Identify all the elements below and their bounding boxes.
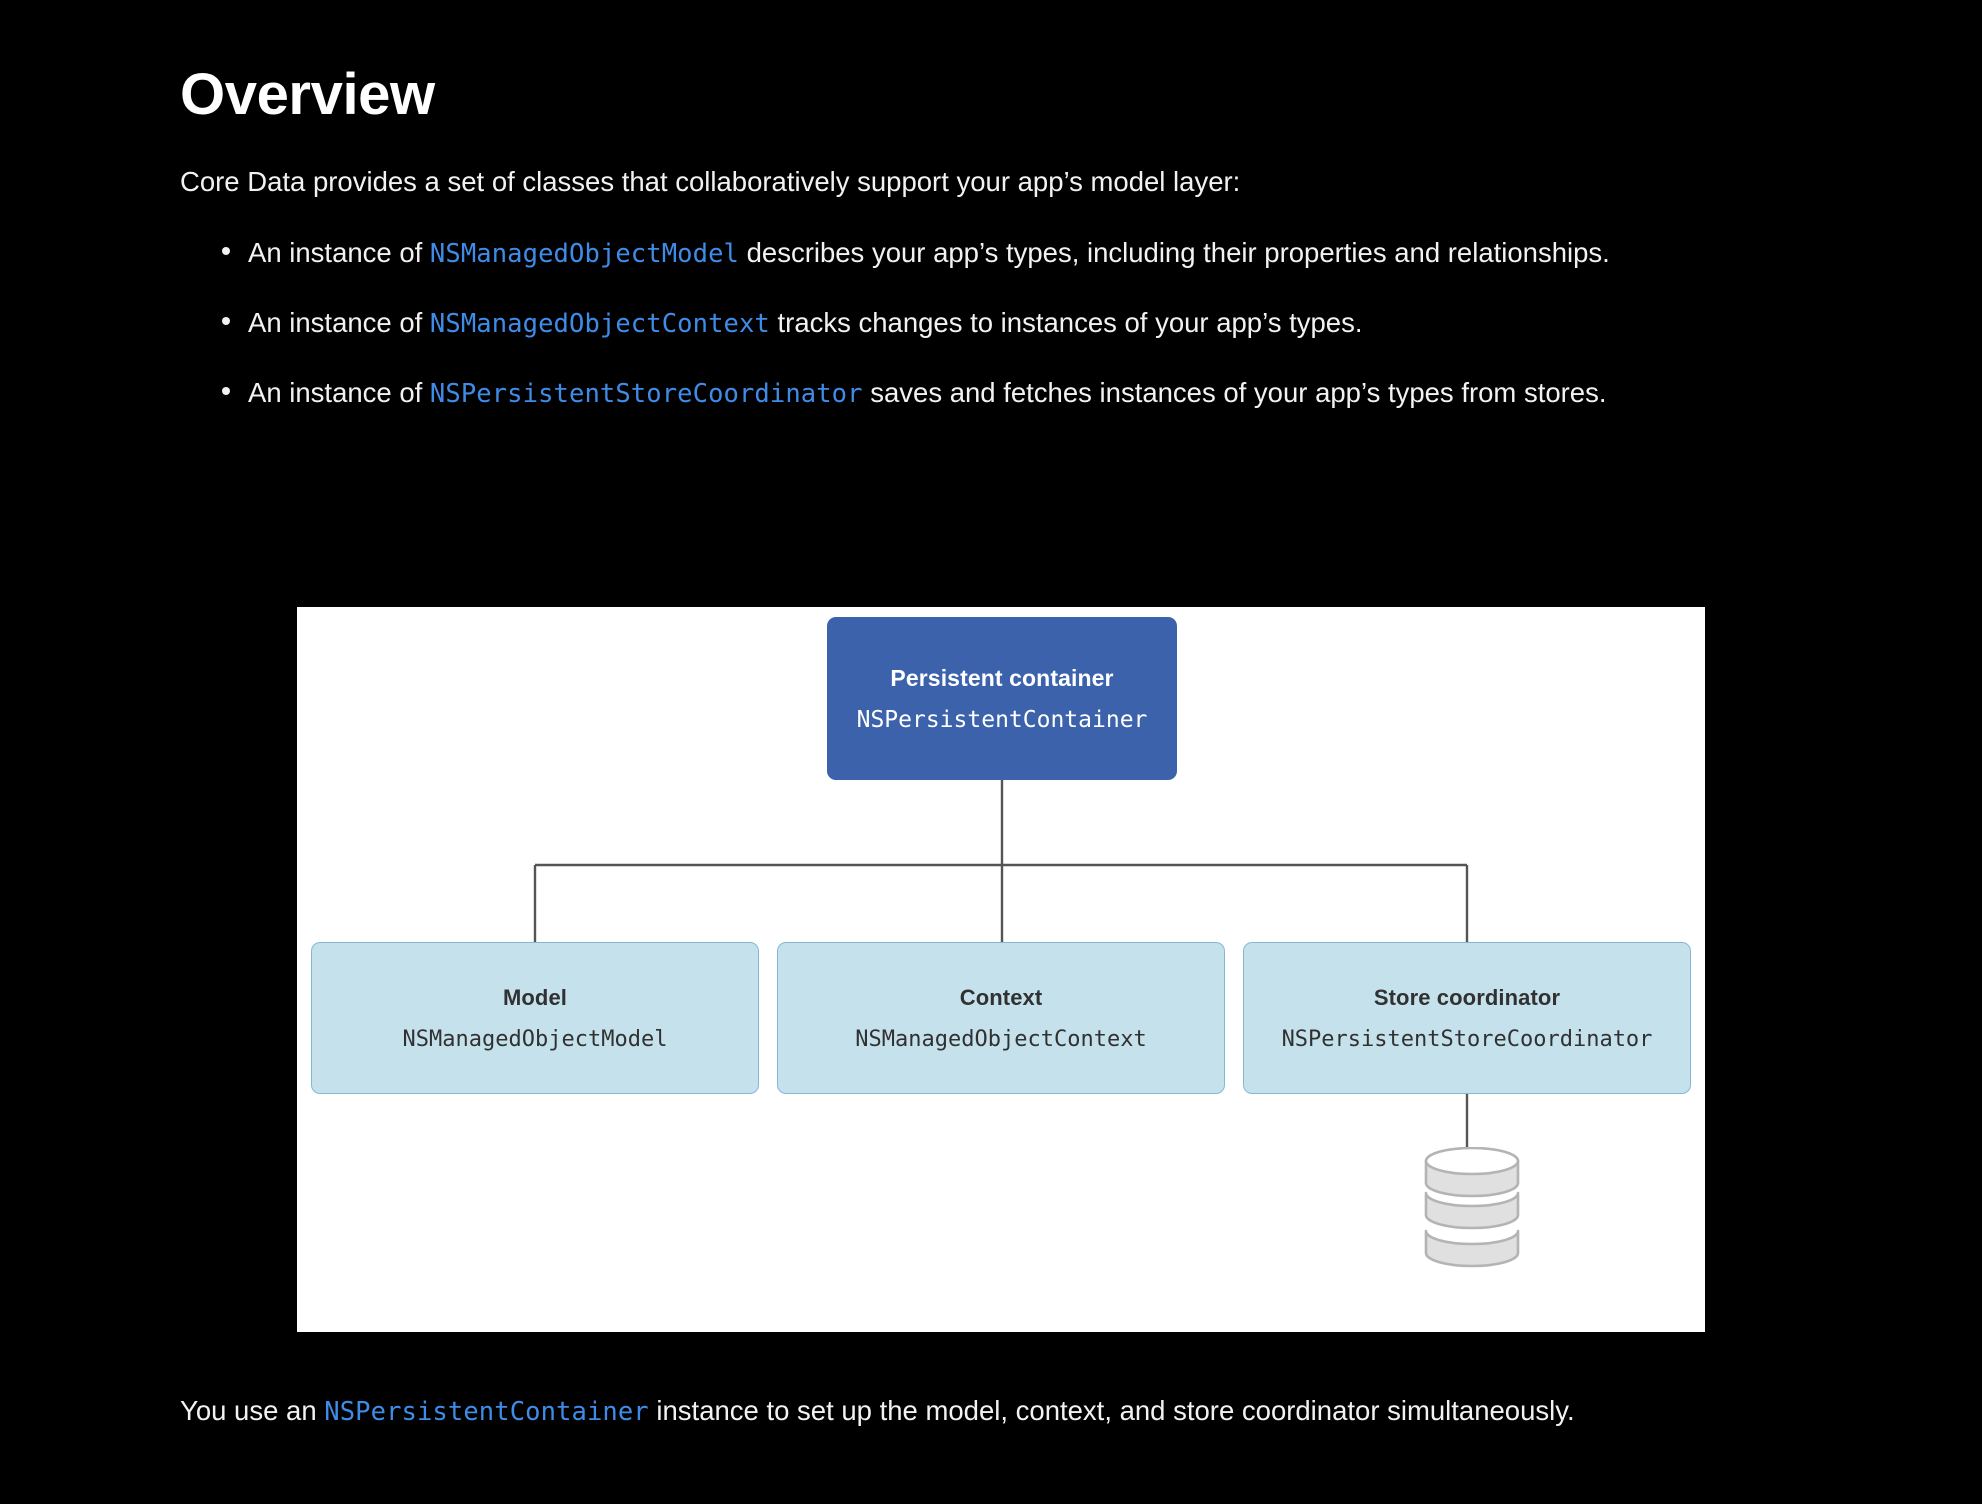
bullet-dot-icon bbox=[222, 386, 230, 395]
code-link-nsmanagedobjectcontext[interactable]: NSManagedObjectContext bbox=[429, 308, 770, 339]
database-cylinder-icon bbox=[1424, 1147, 1520, 1268]
bullet-dot-icon bbox=[222, 247, 230, 256]
node-title: Model bbox=[502, 984, 568, 1010]
bullet-text-before: An instance of bbox=[248, 376, 430, 408]
code-link-nspersistentcontainer[interactable]: NSPersistentContainer bbox=[324, 1397, 649, 1427]
closing-paragraph: You use an NSPersistentContainer instanc… bbox=[180, 1390, 1880, 1431]
code-link-nsmanagedobjectmodel[interactable]: NSManagedObjectModel bbox=[429, 238, 739, 269]
node-context[interactable]: Context NSManagedObjectContext bbox=[777, 942, 1225, 1094]
node-title: Context bbox=[959, 984, 1043, 1010]
node-class-name: NSPersistentContainer bbox=[856, 706, 1148, 733]
diagram-connectors bbox=[533, 780, 1469, 1152]
bullet-text-after: tracks changes to instances of your app’… bbox=[769, 306, 1363, 338]
node-title: Persistent container bbox=[890, 664, 1114, 691]
article-content: Overview Core Data provides a set of cla… bbox=[180, 0, 1820, 413]
closing-text-before: You use an bbox=[180, 1395, 325, 1426]
code-link-nspersistentstorecoordinator[interactable]: NSPersistentStoreCoordinator bbox=[429, 378, 863, 409]
bullet-text-after: saves and fetches instances of your app’… bbox=[862, 376, 1607, 408]
list-item: An instance of NSManagedObjectModel desc… bbox=[180, 232, 1820, 274]
core-data-stack-diagram: Persistent container NSPersistentContain… bbox=[297, 607, 1705, 1332]
closing-text-after: instance to set up the model, context, a… bbox=[648, 1395, 1575, 1426]
node-model[interactable]: Model NSManagedObjectModel bbox=[311, 942, 759, 1094]
node-title: Store coordinator bbox=[1373, 984, 1561, 1010]
intro-paragraph: Core Data provides a set of classes that… bbox=[180, 161, 1820, 202]
node-persistent-container[interactable]: Persistent container NSPersistentContain… bbox=[827, 617, 1177, 780]
class-bullet-list: An instance of NSManagedObjectModel desc… bbox=[180, 232, 1820, 413]
intro-text: Core Data provides a set of classes that… bbox=[180, 165, 1241, 197]
list-item: An instance of NSManagedObjectContext tr… bbox=[180, 302, 1820, 344]
node-class-name: NSPersistentStoreCoordinator bbox=[1281, 1026, 1653, 1052]
bullet-text-before: An instance of bbox=[248, 306, 430, 338]
node-class-name: NSManagedObjectModel bbox=[402, 1026, 668, 1052]
bullet-dot-icon bbox=[222, 316, 230, 325]
node-class-name: NSManagedObjectContext bbox=[855, 1026, 1147, 1052]
bullet-text-after: describes your app’s types, including th… bbox=[738, 236, 1610, 268]
page-title: Overview bbox=[180, 62, 435, 127]
bullet-text-before: An instance of bbox=[248, 236, 430, 268]
list-item: An instance of NSPersistentStoreCoordina… bbox=[180, 372, 1820, 414]
node-store-coordinator[interactable]: Store coordinator NSPersistentStoreCoord… bbox=[1243, 942, 1691, 1094]
